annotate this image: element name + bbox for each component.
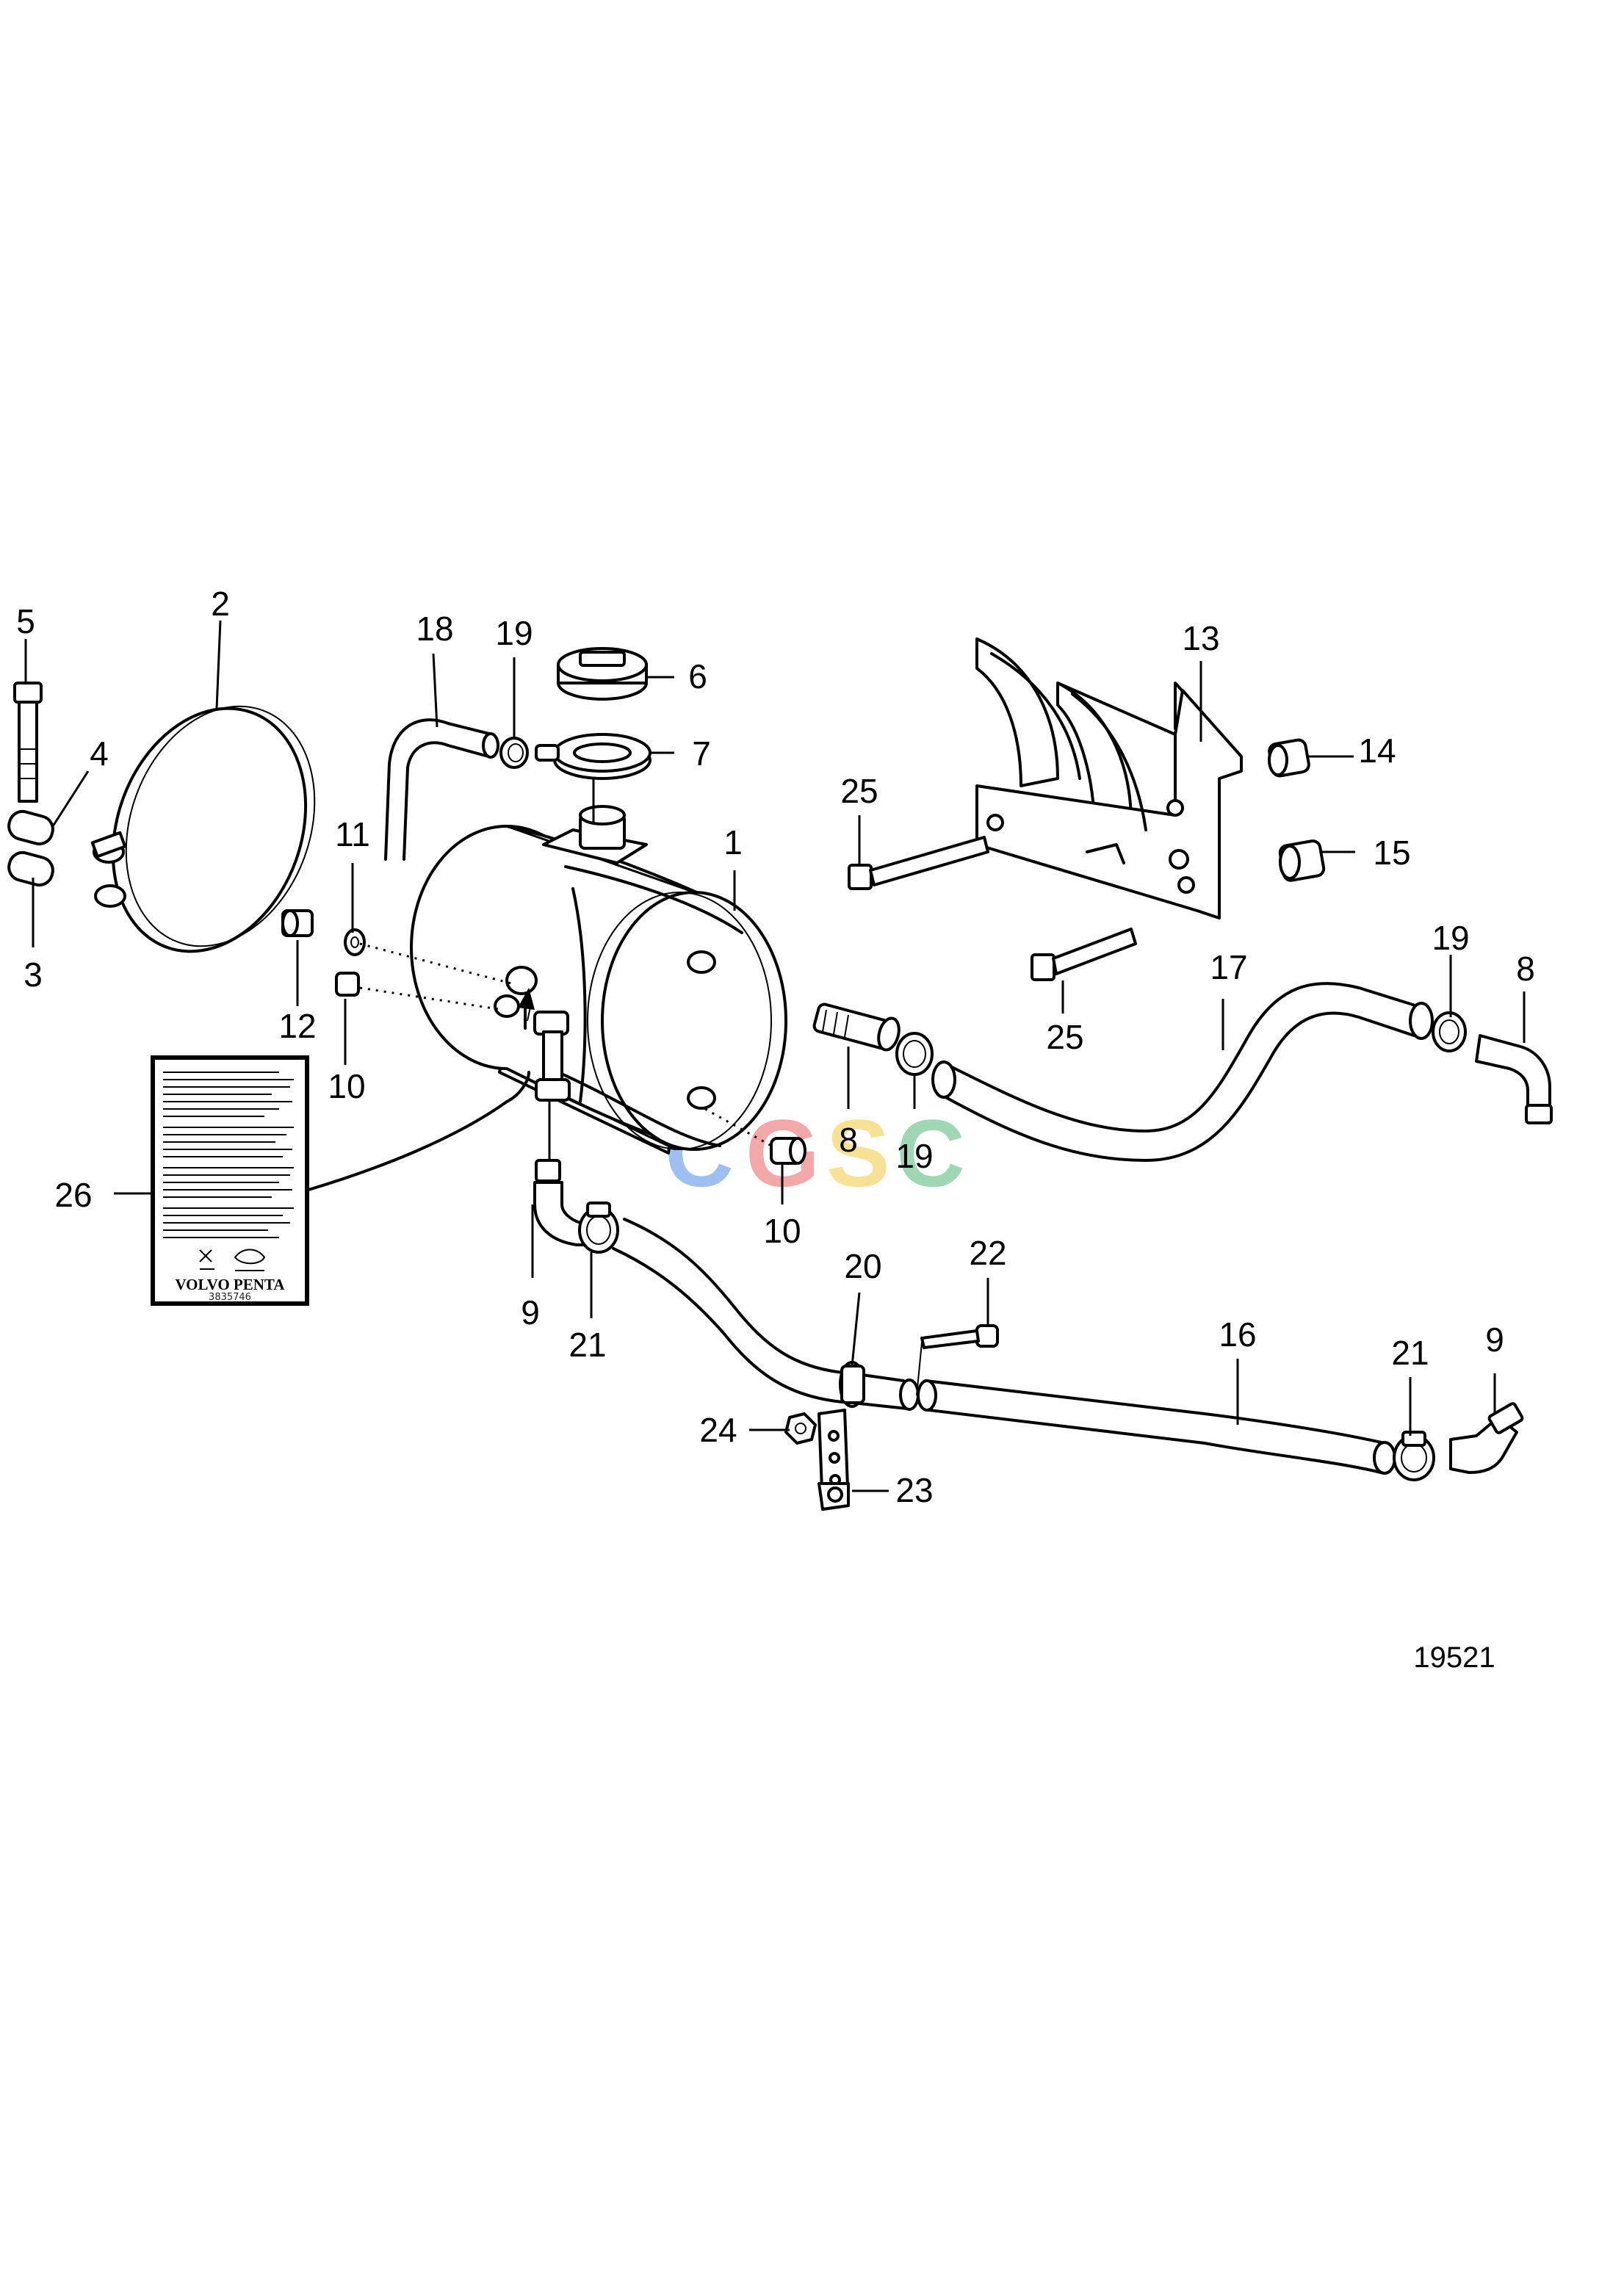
callout-6: 6 xyxy=(688,657,707,696)
watermark-letter-c2: C xyxy=(896,1099,965,1207)
callout-14: 14 xyxy=(1358,731,1396,770)
callout-23: 23 xyxy=(895,1471,933,1509)
hose-16 xyxy=(917,1379,1396,1475)
callout-19b: 19 xyxy=(895,1137,933,1175)
callout-21b: 21 xyxy=(1391,1334,1429,1372)
callout-13: 13 xyxy=(1182,619,1219,657)
callout-2: 2 xyxy=(211,585,230,623)
spacers xyxy=(7,809,54,887)
hose-clip-21b xyxy=(1393,1431,1435,1481)
callout-10b: 10 xyxy=(763,1212,801,1250)
hose-clip-21a xyxy=(578,1202,619,1254)
callout-18: 18 xyxy=(416,610,453,648)
strap-tensioner xyxy=(533,1011,571,1160)
instruction-decal: VOLVO PENTA 3835746 xyxy=(151,1055,530,1306)
callout-24: 24 xyxy=(699,1411,737,1449)
callout-9b: 9 xyxy=(1485,1320,1504,1359)
bolt-5 xyxy=(13,682,43,803)
hose-clip-19a xyxy=(499,737,529,769)
callout-labels: 5 2 4 3 18 19 6 7 1 13 14 15 25 25 17 19… xyxy=(16,585,1535,1509)
p-clamp-20 xyxy=(839,1361,865,1408)
nut-24 xyxy=(784,1412,817,1445)
tank-bracket xyxy=(975,637,1243,920)
washer-11 xyxy=(344,928,366,956)
callout-21a: 21 xyxy=(569,1326,606,1364)
bushing-14 xyxy=(1268,738,1310,778)
callout-26: 26 xyxy=(54,1176,92,1214)
bolt-25a xyxy=(848,836,989,890)
callout-5: 5 xyxy=(16,602,35,640)
callout-10a: 10 xyxy=(328,1067,365,1105)
callout-15: 15 xyxy=(1373,834,1410,872)
screw-22 xyxy=(916,1324,999,1396)
callout-4: 4 xyxy=(90,734,109,773)
callout-19a: 19 xyxy=(495,614,533,652)
bolt-25b xyxy=(1031,928,1137,981)
hose-clip-19b xyxy=(895,1032,934,1076)
callout-3: 3 xyxy=(24,955,43,994)
plug-12 xyxy=(281,909,314,937)
watermark-letter-s: S xyxy=(826,1099,890,1207)
hose-17 xyxy=(931,982,1434,1162)
decal-code: 3835746 xyxy=(209,1292,251,1303)
callout-9a: 9 xyxy=(521,1293,540,1332)
tank-strap-clamp xyxy=(90,705,316,953)
callout-25a: 25 xyxy=(840,772,878,810)
decal-text-lines xyxy=(163,1072,294,1238)
callout-20: 20 xyxy=(844,1247,881,1285)
filler-cap xyxy=(557,647,648,701)
callout-17: 17 xyxy=(1210,948,1247,986)
callout-16: 16 xyxy=(1219,1315,1256,1354)
mounting-bracket-23 xyxy=(818,1409,850,1511)
bushing-15 xyxy=(1278,839,1326,882)
elbow-fitting-8b xyxy=(1475,1034,1553,1124)
decal-brand-logo: VOLVO PENTA xyxy=(175,1276,285,1293)
filler-neck-ring xyxy=(535,733,652,823)
hose-18 xyxy=(384,718,499,861)
elbow-fitting-9b xyxy=(1449,1402,1524,1474)
figure-number: 19521 xyxy=(1413,1641,1495,1674)
plug-10b xyxy=(770,1137,806,1165)
callout-19c: 19 xyxy=(1432,919,1469,957)
leader-lines xyxy=(24,620,1526,1492)
tank-outlet-fitting xyxy=(812,1002,901,1052)
callout-8b: 8 xyxy=(1516,950,1535,988)
callout-8a: 8 xyxy=(839,1121,858,1159)
hose-clip-19c xyxy=(1432,1011,1467,1052)
plug-10a xyxy=(335,972,360,997)
callout-11: 11 xyxy=(335,815,370,853)
callout-7: 7 xyxy=(692,734,711,773)
callout-22: 22 xyxy=(969,1234,1006,1272)
callout-1: 1 xyxy=(723,823,743,861)
callout-25b: 25 xyxy=(1046,1018,1083,1056)
callout-12: 12 xyxy=(278,1007,316,1045)
decal-pictograms xyxy=(199,1249,266,1271)
